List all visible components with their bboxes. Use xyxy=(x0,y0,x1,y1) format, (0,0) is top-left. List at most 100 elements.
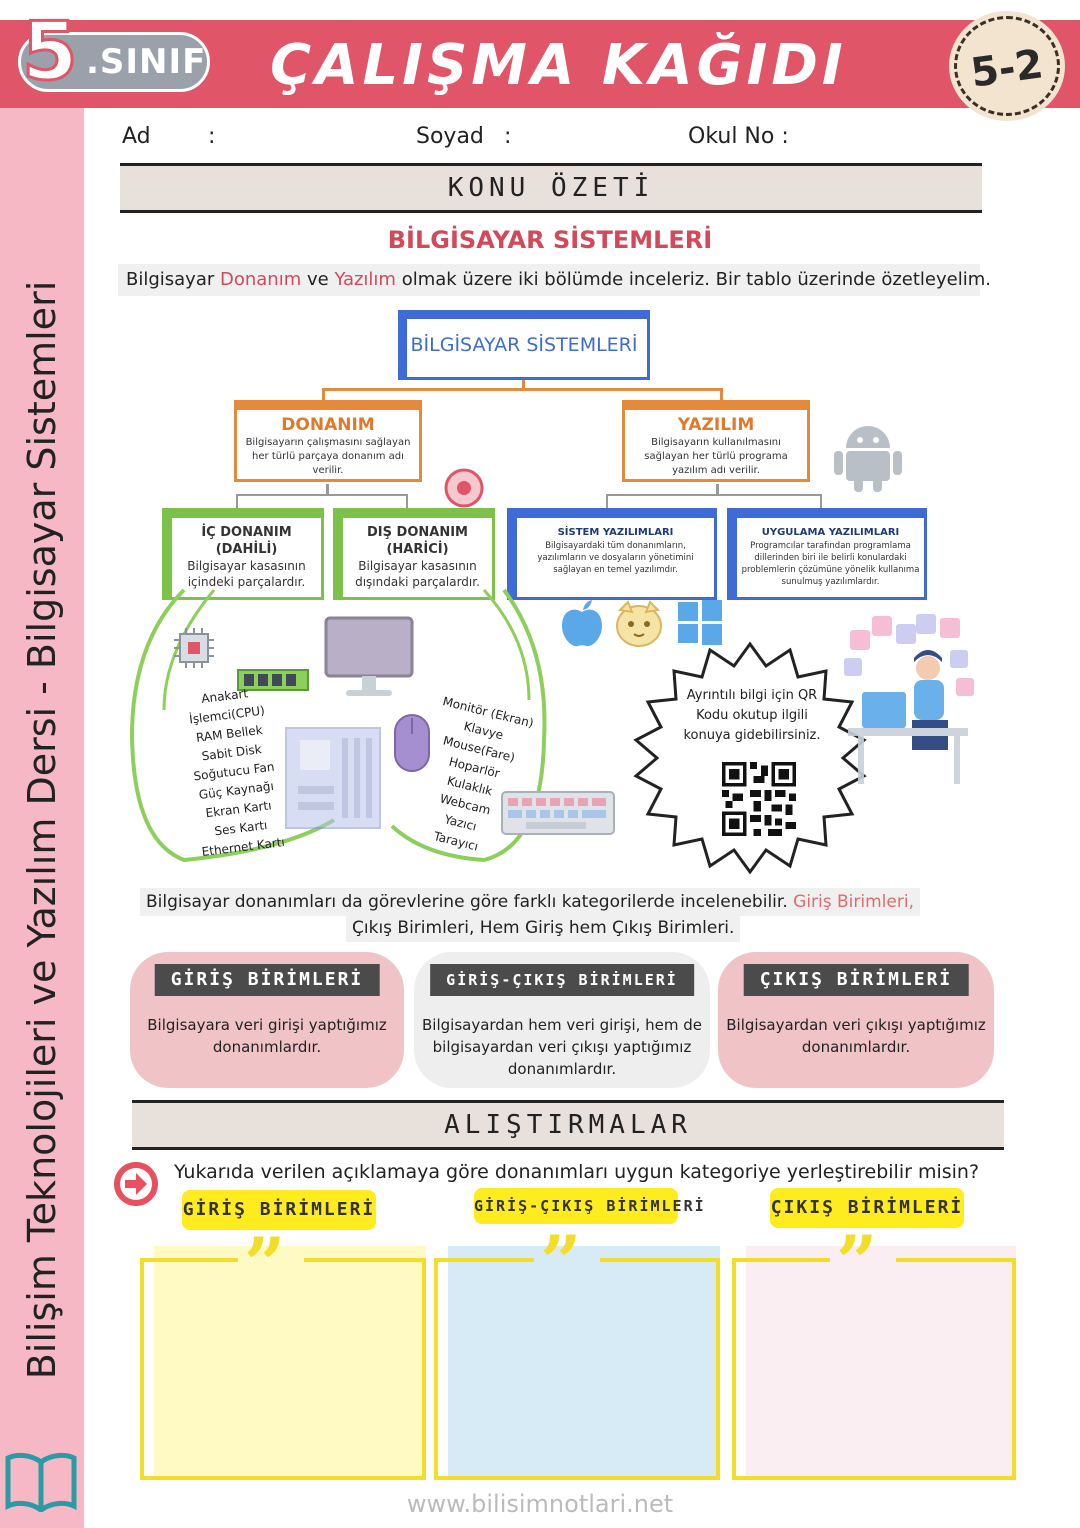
categories-intro-red: Giriş Birimleri, xyxy=(793,892,914,912)
connector xyxy=(720,388,723,402)
internal-hardware-box: İÇ DONANIM (DAHİLİ) Bilgisayar kasasının… xyxy=(162,508,324,600)
android-icon xyxy=(834,426,902,492)
intro-post: olmak üzere iki bölümde inceleriz. Bir t… xyxy=(395,269,991,290)
quote-mark-icon: ” xyxy=(836,1219,878,1304)
exercise-label-input: GİRİŞ BİRİMLERİ xyxy=(182,1190,376,1230)
input-box-fill xyxy=(154,1246,426,1478)
ram-stick-icon xyxy=(237,669,309,691)
qr-code[interactable] xyxy=(722,762,796,836)
grade-number: 5 xyxy=(21,5,80,98)
monitor-icon xyxy=(324,616,414,696)
summary-banner: KONU ÖZETİ xyxy=(120,163,982,213)
external-subtitle: (HARİCİ) xyxy=(386,542,449,557)
connector xyxy=(522,380,525,390)
linux-leopard-icon xyxy=(616,600,662,647)
categories-intro-text: Bilgisayar donanımları da görevlerine gö… xyxy=(146,892,794,912)
output-units-label: ÇIKIŞ BİRİMLERİ xyxy=(743,964,969,996)
app-sw-desc: Programcılar tarafından programlama dill… xyxy=(741,541,920,587)
side-strip xyxy=(0,108,84,1528)
qr-note: Ayrıntılı bilgi için QR Kodu okutup ilgi… xyxy=(672,686,832,746)
quote-mark-icon: ” xyxy=(244,1221,286,1306)
io-units-card: GİRİŞ-ÇIKIŞ BİRİMLERİ Bilgisayardan hem … xyxy=(414,952,710,1088)
connector xyxy=(716,484,719,496)
apple-icon xyxy=(562,600,602,647)
mouse-icon xyxy=(394,714,430,772)
categories-intro-line2: Çıkış Birimleri, Hem Giriş hem Çıkış Bir… xyxy=(346,914,741,942)
io-units-desc: Bilgisayardan hem veri girişi, hem de bi… xyxy=(422,1016,703,1078)
tree-root-label: BİLGİSAYAR SİSTEMLERİ xyxy=(410,334,638,356)
output-units-desc: Bilgisayardan veri çıkışı yaptığımız don… xyxy=(726,1016,986,1056)
surname-colon: : xyxy=(504,124,512,149)
section-subtitle: BİLGİSAYAR SİSTEMLERİ xyxy=(387,226,713,254)
quote-gap xyxy=(534,1250,600,1272)
io-box-fill xyxy=(448,1246,720,1478)
hardware-title: DONANIM xyxy=(281,415,375,435)
external-desc: Bilgisayar kasasının dışındaki parçalard… xyxy=(355,559,480,589)
connector xyxy=(236,494,238,508)
connector xyxy=(322,388,722,391)
hardware-box: DONANIM Bilgisayarın çalışmasını sağlaya… xyxy=(234,400,422,482)
application-software-box: UYGULAMA YAZILIMLARI Programcılar tarafı… xyxy=(727,508,927,600)
connector xyxy=(326,484,329,496)
starburst-frame xyxy=(633,641,867,875)
internal-hardware-list: Anakart İşlemci(CPU) RAM Bellek Sabit Di… xyxy=(168,680,300,863)
name-label: Ad xyxy=(122,124,151,149)
connector xyxy=(606,494,822,496)
exercise-label-output: ÇIKIŞ BİRİMLERİ xyxy=(770,1188,964,1228)
input-units-label: GİRİŞ BİRİMLERİ xyxy=(154,964,380,996)
sheet-code: 5-2 xyxy=(968,41,1046,97)
input-units-card: GİRİŞ BİRİMLERİ Bilgisayara veri girişi … xyxy=(130,952,404,1088)
side-course-title: Bilişim Teknolojileri ve Yazılım Dersi -… xyxy=(20,280,64,1380)
intro-mid: ve xyxy=(301,269,335,290)
windows-icon xyxy=(678,600,722,645)
sheet-code-seal: 5-2 xyxy=(954,16,1060,116)
exercise-question: Yukarıda verilen açıklamaya göre donanım… xyxy=(174,1161,980,1183)
cpu-chip-icon xyxy=(174,628,214,668)
intro-text: Bilgisayar Donanım ve Yazılım olmak üzer… xyxy=(118,264,991,296)
connector xyxy=(406,494,408,508)
internal-desc: Bilgisayar kasasının içindeki parçalardı… xyxy=(187,559,306,589)
qr-note-line: Ayrıntılı bilgi için QR xyxy=(686,688,818,703)
external-title: DIŞ DONANIM xyxy=(367,525,468,540)
hardware-desc: Bilgisayarın çalışmasını sağlayan her tü… xyxy=(245,437,411,476)
quote-gap xyxy=(830,1250,896,1272)
intro-hardware: Donanım xyxy=(220,269,302,290)
exercises-banner-text: ALIŞTIRMALAR xyxy=(444,1110,692,1140)
software-box: YAZILIM Bilgisayarın kullanılmasını sağl… xyxy=(622,400,810,482)
software-desc: Bilgisayarın kullanılmasını sağlayan her… xyxy=(644,437,788,476)
exercises-banner: ALIŞTIRMALAR xyxy=(132,1100,1004,1150)
intro-software: Yazılım xyxy=(334,269,396,290)
output-units-card: ÇIKIŞ BİRİMLERİ Bilgisayardan veri çıkış… xyxy=(718,952,994,1088)
name-colon: : xyxy=(208,124,216,149)
system-sw-title: SİSTEM YAZILIMLARI xyxy=(557,527,674,538)
developer-illustration xyxy=(844,614,974,784)
quote-mark-icon: ” xyxy=(540,1219,582,1304)
grade-text: .SINIF xyxy=(86,42,207,82)
exercise-label-io: GİRİŞ-ÇIKIŞ BİRİMLERİ xyxy=(474,1188,704,1224)
intro-pre: Bilgisayar xyxy=(126,269,220,290)
external-hardware-box: DIŞ DONANIM (HARİCİ) Bilgisayar kasasını… xyxy=(333,508,495,600)
tree-root: BİLGİSAYAR SİSTEMLERİ xyxy=(398,310,650,380)
connector xyxy=(606,494,608,508)
io-units-label: GİRİŞ-ÇIKIŞ BİRİMLERİ xyxy=(430,964,694,996)
summary-banner-text: KONU ÖZETİ xyxy=(447,173,655,203)
connector xyxy=(236,494,408,496)
categories-intro-line1: Bilgisayar donanımları da görevlerine gö… xyxy=(140,888,920,916)
arrow-right-icon xyxy=(114,1162,158,1206)
app-sw-title: UYGULAMA YAZILIMLARI xyxy=(761,527,900,538)
software-title: YAZILIM xyxy=(677,415,755,435)
input-units-desc: Bilgisayara veri girişi yaptığımız donan… xyxy=(147,1016,387,1056)
qr-note-line: konuya gidebilirsiniz. xyxy=(683,728,821,743)
quote-gap xyxy=(238,1250,304,1272)
keyboard-icon xyxy=(501,791,615,835)
page-title: ÇALIŞMA KAĞIDI xyxy=(270,33,847,98)
qr-note-line: Kodu okutup ilgili xyxy=(696,708,808,723)
connector xyxy=(322,388,325,402)
grade-badge xyxy=(18,32,210,92)
motherboard-icon xyxy=(285,727,381,829)
system-sw-desc: Bilgisayardaki tüm donanımların, yazılım… xyxy=(537,541,694,575)
internal-title: İÇ DONANIM xyxy=(201,525,292,540)
footer-url: www.bilisimnotlari.net xyxy=(406,1490,674,1518)
surname-label: Soyad xyxy=(416,124,484,149)
output-box-fill xyxy=(746,1246,1016,1478)
